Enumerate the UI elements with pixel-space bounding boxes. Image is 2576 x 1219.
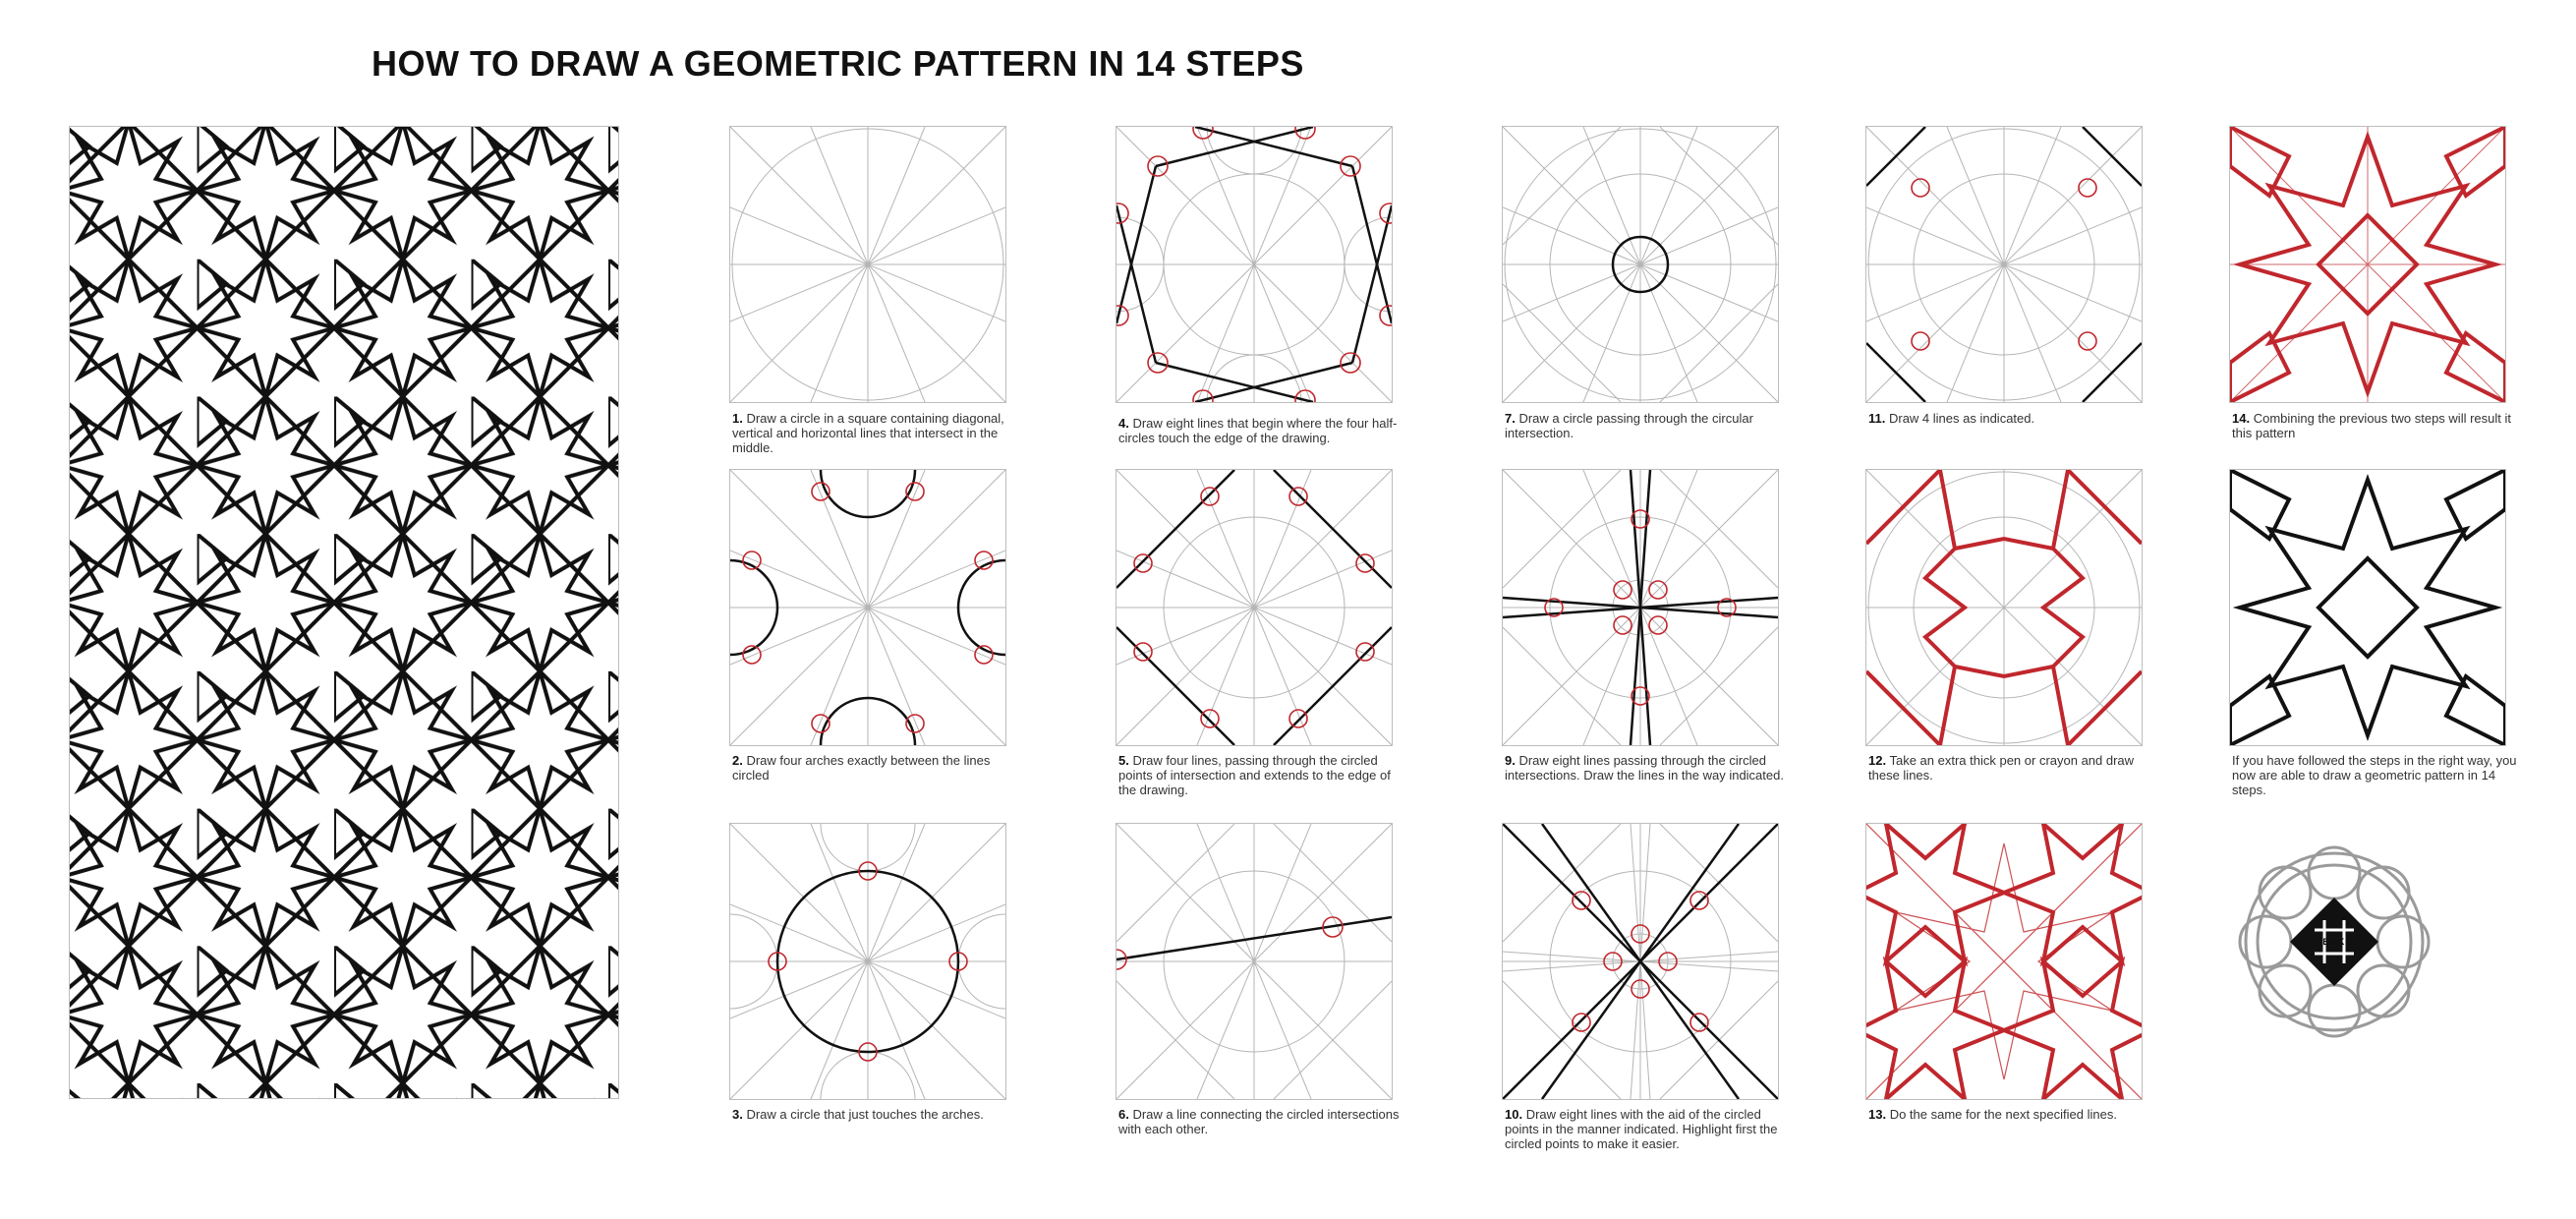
step-10-caption: 10. Draw eight lines with the aid of the…	[1505, 1107, 1778, 1151]
step-3-panel	[729, 823, 1006, 1100]
step-13-caption: 13. Do the same for the next specified l…	[1868, 1107, 2117, 1122]
arabink-logo	[2236, 843, 2433, 1040]
step-1-panel	[729, 126, 1006, 403]
step-1-caption: 1. Draw a circle in a square containing …	[732, 411, 1004, 455]
step-9-panel	[1502, 469, 1779, 746]
step-11-panel	[1865, 126, 2143, 403]
final-note: If you have followed the steps in the ri…	[2232, 753, 2517, 797]
logo-text: ARABINK ART	[2303, 937, 2366, 947]
step-12-panel	[1865, 469, 2143, 746]
step-6-caption: 6. Draw a line connecting the circled in…	[1118, 1107, 1400, 1136]
step-10-panel	[1502, 823, 1779, 1100]
step-7-panel	[1502, 126, 1779, 403]
step-14-panel	[2229, 126, 2506, 403]
step-11-caption: 11. Draw 4 lines as indicated.	[1868, 411, 2035, 426]
step-5-caption: 5. Draw four lines, passing through the …	[1118, 753, 1391, 797]
step-2-panel	[729, 469, 1006, 746]
step-3-caption: 3. Draw a circle that just touches the a…	[732, 1107, 984, 1122]
tiled-pattern-preview	[69, 126, 619, 1099]
step-6-panel	[1116, 823, 1393, 1100]
step-9-caption: 9. Draw eight lines passing through the …	[1505, 753, 1784, 783]
page-title: HOW TO DRAW A GEOMETRIC PATTERN IN 14 ST…	[372, 43, 1304, 84]
step-4-caption: 4. Draw eight lines that begin where the…	[1118, 416, 1398, 445]
step-14-caption: 14. Combining the previous two steps wil…	[2232, 411, 2511, 440]
step-2-caption: 2. Draw four arches exactly between the …	[732, 753, 991, 783]
step-12-caption: 12. Take an extra thick pen or crayon an…	[1868, 753, 2135, 783]
step-13-panel	[1865, 823, 2143, 1100]
step-5-panel	[1116, 469, 1393, 746]
final-pattern-panel	[2229, 469, 2506, 746]
step-4-panel	[1116, 126, 1393, 403]
step-7-caption: 7. Draw a circle passing through the cir…	[1505, 411, 1753, 440]
